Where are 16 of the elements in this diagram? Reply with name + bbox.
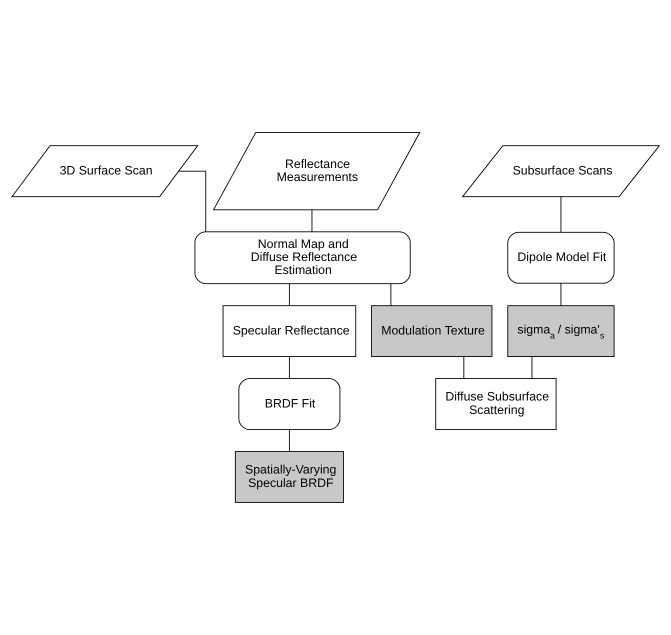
- node-box: Diffuse Subsurface Scattering: [435, 378, 557, 430]
- connector: [390, 283, 392, 306]
- connector: [560, 196, 562, 233]
- node-box: Normal Map and Diffuse Reflectance Estimation: [194, 231, 411, 284]
- connector: [178, 170, 206, 232]
- connector: [288, 429, 290, 452]
- node-box: BRDF Fit: [238, 378, 340, 430]
- node-box: Specular Reflectance: [222, 305, 356, 358]
- connector: [288, 356, 290, 379]
- node-box: Dipole Model Fit: [507, 232, 615, 284]
- node-box: sigma$_{a}$ / sigma'$_{s}$: [507, 305, 615, 358]
- node-box: Spatially-Varying Specular BRDF: [234, 451, 344, 503]
- node-box: Modulation Texture: [371, 305, 492, 358]
- connector: [463, 356, 464, 379]
- connector: [288, 283, 290, 306]
- connector: [560, 282, 562, 306]
